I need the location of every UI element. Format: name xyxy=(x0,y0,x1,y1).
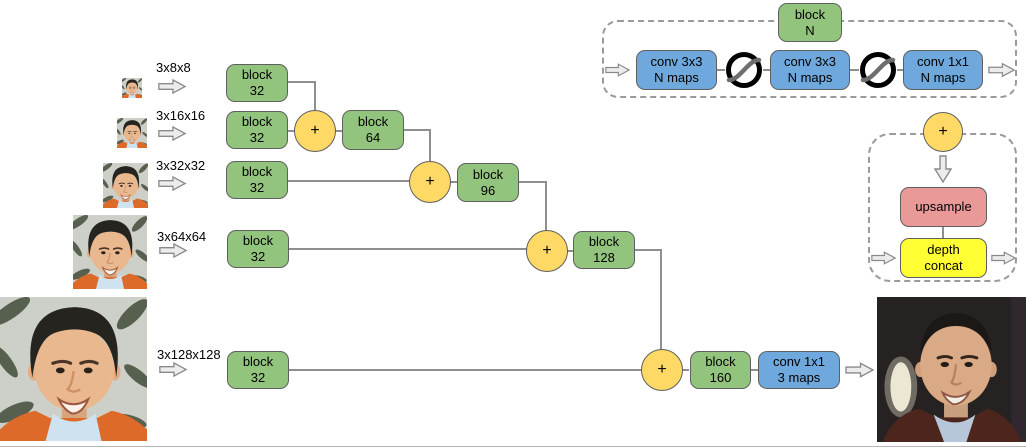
plus-merge-node: + xyxy=(526,230,568,272)
input-face-image-16x16 xyxy=(117,118,147,148)
plus-merge-node: + xyxy=(409,161,451,203)
activation-icon xyxy=(858,50,898,90)
input-size-label: 3x64x64 xyxy=(157,229,207,244)
connector-line xyxy=(567,250,574,252)
connector-line xyxy=(289,369,642,371)
input-arrow-icon xyxy=(158,362,188,377)
depth-concat-node: depth concat xyxy=(900,238,987,278)
activation-icon xyxy=(724,50,764,90)
connector-line xyxy=(429,129,431,162)
connector-line xyxy=(716,69,725,71)
connector-line xyxy=(750,369,759,371)
definition-output-arrow-icon xyxy=(988,62,1015,78)
block-64-node: block 64 xyxy=(342,110,404,150)
block-n-title-node: block N xyxy=(778,3,842,42)
plus-symbol: + xyxy=(542,242,552,259)
input-size-label: 3x8x8 xyxy=(156,60,191,75)
connector-line xyxy=(942,227,944,238)
input-face-image-32x32 xyxy=(103,163,148,208)
connector-line xyxy=(849,69,859,71)
plus-symbol: + xyxy=(938,123,948,140)
concat-output-arrow-icon xyxy=(991,250,1016,266)
connector-line xyxy=(635,249,662,251)
connector-line xyxy=(289,248,527,250)
plus-symbol: + xyxy=(657,361,667,378)
connector-line xyxy=(314,81,316,111)
input-arrow-icon xyxy=(157,176,187,191)
plus-definition-title-node: + xyxy=(923,112,963,152)
conv3x3-node: conv 3x3 N maps xyxy=(636,50,717,90)
input-face-image-64x64 xyxy=(73,215,147,289)
block-32-node: block 32 xyxy=(227,351,289,389)
connector-line xyxy=(335,130,343,132)
connector-line xyxy=(288,81,316,83)
block-160-node: block 160 xyxy=(690,351,751,389)
plus-symbol: + xyxy=(310,122,320,139)
connector-line xyxy=(545,181,547,231)
plus-merge-node: + xyxy=(641,349,683,391)
conv3x3-node: conv 3x3 N maps xyxy=(770,50,850,90)
connector-line xyxy=(897,69,904,71)
block-32-node: block 32 xyxy=(226,161,288,199)
input-size-label: 3x128x128 xyxy=(157,347,221,362)
output-arrow-icon xyxy=(845,362,874,378)
block-32-node: block 32 xyxy=(226,64,288,102)
connector-line xyxy=(660,249,662,350)
plus-merge-node: + xyxy=(294,110,336,152)
connector-line xyxy=(763,69,771,71)
input-arrow-icon xyxy=(158,243,188,258)
definition-input-arrow-icon xyxy=(605,62,630,78)
concat-input-arrow-icon xyxy=(871,250,896,266)
block-32-node: block 32 xyxy=(227,230,289,268)
upsample-node: upsample xyxy=(900,187,987,227)
input-arrow-icon xyxy=(157,79,187,94)
conv1x1-node: conv 1x1 N maps xyxy=(903,50,983,90)
down-arrow-icon xyxy=(934,155,952,183)
connector-line xyxy=(682,369,689,371)
connector-line xyxy=(450,181,458,183)
plus-symbol: + xyxy=(425,173,435,190)
input-arrow-icon xyxy=(157,126,187,141)
output-conv-node: conv 1x1 3 maps xyxy=(758,351,840,389)
input-size-label: 3x16x16 xyxy=(156,108,206,123)
output-face-image xyxy=(877,297,1026,442)
block-128-node: block 128 xyxy=(573,231,635,269)
input-face-image-8x8 xyxy=(122,78,142,98)
block-32-node: block 32 xyxy=(226,111,288,149)
connector-line xyxy=(288,180,410,182)
input-size-label: 3x32x32 xyxy=(156,158,206,173)
connector-line xyxy=(288,130,295,132)
connector-line xyxy=(519,181,547,183)
connector-line xyxy=(404,129,431,131)
input-face-image-128x128 xyxy=(0,297,147,441)
block-96-node: block 96 xyxy=(457,163,519,202)
